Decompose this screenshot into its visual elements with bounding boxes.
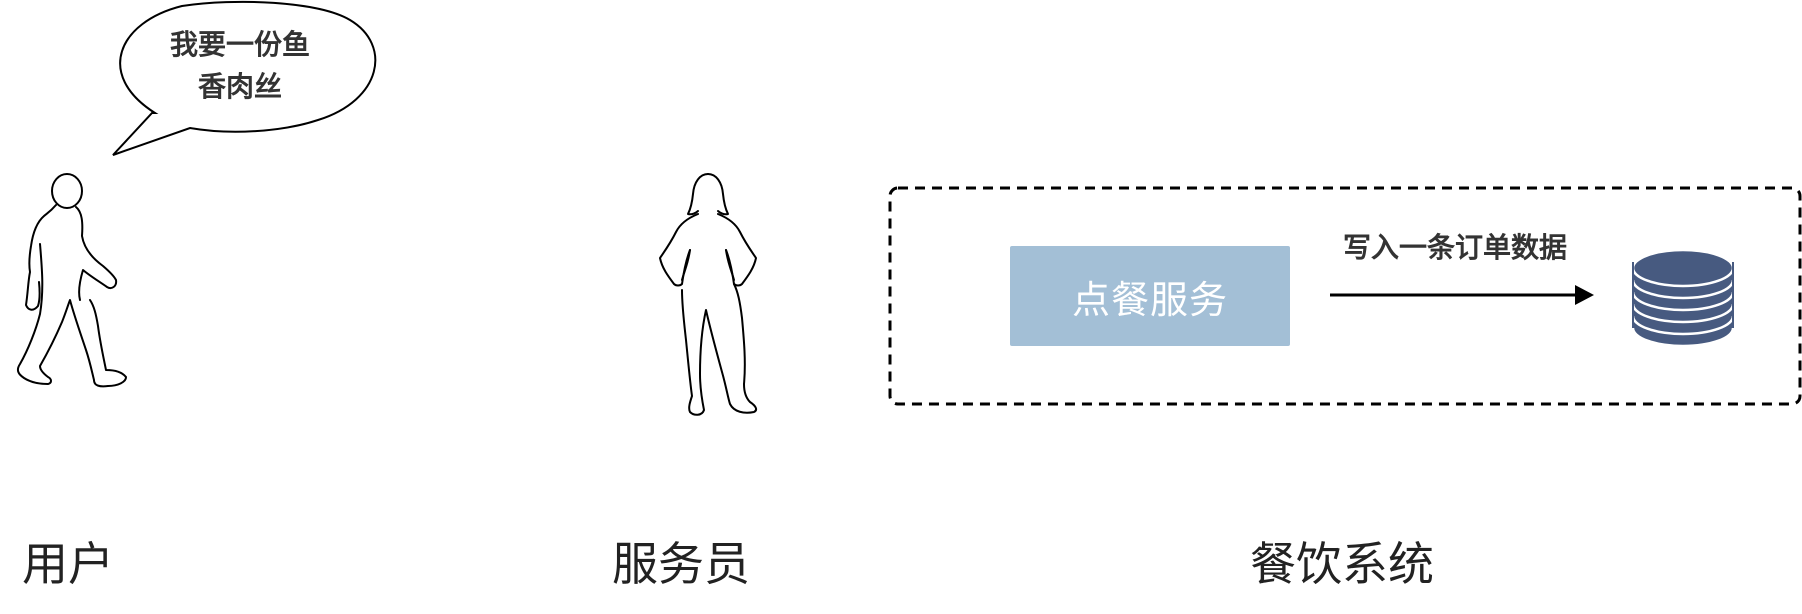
walking-person-icon	[16, 173, 127, 388]
database-stack-icon	[1631, 248, 1735, 348]
write-order-label: 写入一条订单数据	[1342, 231, 1567, 264]
write-arrow	[1330, 285, 1594, 305]
speech-bubble	[112, 0, 377, 156]
speech-line-2: 香肉丝	[197, 70, 282, 103]
caption-user: 用户	[22, 537, 114, 591]
ordering-service-box: 点餐服务	[1010, 246, 1290, 346]
caption-waiter: 服务员	[612, 537, 750, 591]
speech-line-1: 我要一份鱼	[169, 28, 310, 61]
ordering-service-label: 点餐服务	[1071, 277, 1228, 322]
standing-person-icon	[659, 173, 758, 416]
system-boundary	[888, 186, 1802, 406]
speech-bubble-text: 我要一份鱼 香肉丝	[150, 24, 330, 108]
caption-system: 餐饮系统	[1250, 537, 1434, 591]
